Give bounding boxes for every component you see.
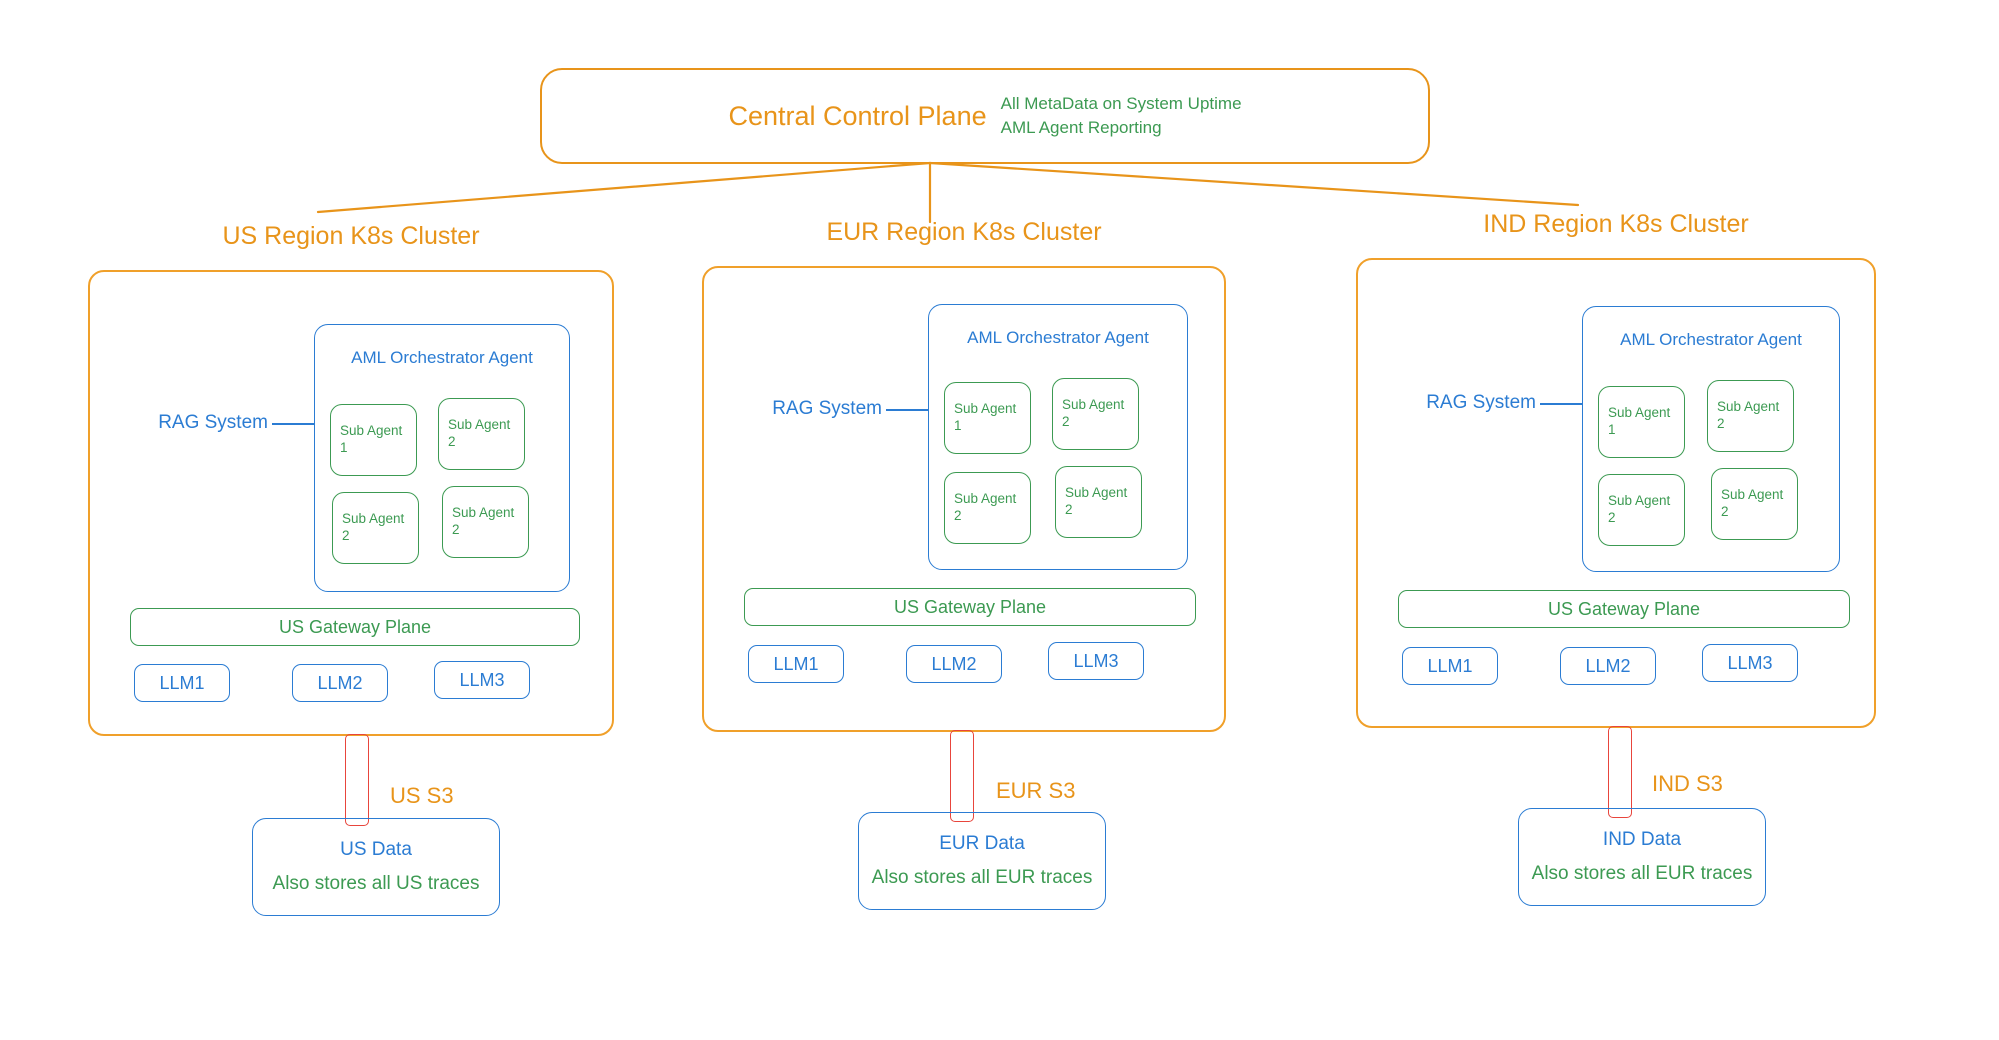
s3-label-eur: EUR S3 [996, 778, 1076, 803]
sub-agent-number: 2 [452, 522, 460, 537]
llm-box-us-2[interactable]: LLM2 [292, 664, 388, 702]
sub-agent-eur-3[interactable]: Sub Agent 2 [944, 472, 1031, 544]
sub-agent-number: 2 [448, 434, 456, 449]
sub-agent-label: Sub Agent [1717, 399, 1780, 415]
cluster-title-us: US Region K8s Cluster [222, 222, 480, 250]
storage-title-ind: IND Data [1602, 829, 1682, 850]
sub-agent-label: Sub Agent [342, 511, 405, 527]
orchestrator-box-ind[interactable] [1582, 306, 1840, 572]
sub-agent-eur-2[interactable]: Sub Agent 2 [1052, 378, 1139, 450]
sub-agent-ind-4[interactable]: Sub Agent 2 [1711, 468, 1798, 540]
sub-agent-label: Sub Agent [1608, 405, 1671, 421]
sub-agent-us-3[interactable]: Sub Agent 2 [332, 492, 419, 564]
sub-agent-ind-3[interactable]: Sub Agent 2 [1598, 474, 1685, 546]
llm-box-eur-3[interactable]: LLM3 [1048, 642, 1144, 680]
llm-box-eur-1[interactable]: LLM1 [748, 645, 844, 683]
control-plane-notes: All MetaData on System Uptime AML Agent … [1001, 93, 1242, 139]
sub-agent-ind-2[interactable]: Sub Agent 2 [1707, 380, 1794, 452]
sub-agent-number: 2 [1608, 510, 1616, 525]
sub-agent-label: Sub Agent [452, 505, 515, 521]
orchestrator-title-eur: AML Orchestrator Agent [967, 328, 1149, 347]
cluster-title-eur: EUR Region K8s Cluster [826, 218, 1102, 246]
cluster-title-ind: IND Region K8s Cluster [1483, 210, 1749, 238]
llm-box-us-3[interactable]: LLM3 [434, 661, 530, 699]
s3-label-ind: IND S3 [1652, 771, 1723, 796]
sub-agent-label: Sub Agent [1062, 397, 1125, 413]
gateway-plane-ind[interactable]: US Gateway Plane [1398, 590, 1850, 628]
sub-agent-label: Sub Agent [954, 491, 1017, 507]
llm-box-ind-3[interactable]: LLM3 [1702, 644, 1798, 682]
orchestrator-box-eur[interactable] [928, 304, 1188, 570]
s3-label-us: US S3 [390, 783, 454, 808]
cluster-box-eur[interactable] [702, 266, 1226, 732]
s3-connector-ind [1608, 726, 1632, 818]
sub-agent-eur-4[interactable]: Sub Agent 2 [1055, 466, 1142, 538]
sub-agent-label: Sub Agent [1608, 493, 1671, 509]
sub-agent-ind-1[interactable]: Sub Agent 1 [1598, 386, 1685, 458]
sub-agent-number: 2 [1721, 504, 1729, 519]
storage-subtitle-eur: Also stores all EUR traces [871, 867, 1093, 888]
sub-agent-number: 2 [954, 508, 962, 523]
sub-agent-eur-1[interactable]: Sub Agent 1 [944, 382, 1031, 454]
storage-subtitle-us: Also stores all US traces [272, 873, 480, 894]
control-plane-title: Central Control Plane [728, 100, 987, 131]
sub-agent-number: 2 [1717, 416, 1725, 431]
rag-system-label-us: RAG System [158, 412, 268, 433]
cluster-box-us[interactable] [88, 270, 614, 736]
s3-connector-eur [950, 730, 974, 822]
sub-agent-label: Sub Agent [954, 401, 1017, 417]
orchestrator-title-us: AML Orchestrator Agent [351, 348, 533, 367]
cluster-box-ind[interactable] [1356, 258, 1876, 728]
connector-to-ind [928, 161, 1580, 207]
s3-connector-us [345, 734, 369, 826]
sub-agent-us-4[interactable]: Sub Agent 2 [442, 486, 529, 558]
storage-box-eur[interactable]: EUR Data Also stores all EUR traces [858, 812, 1106, 910]
orchestrator-box-us[interactable] [314, 324, 570, 592]
sub-agent-label: Sub Agent [448, 417, 511, 433]
sub-agent-label: Sub Agent [340, 423, 403, 439]
gateway-plane-us[interactable]: US Gateway Plane [130, 608, 580, 646]
sub-agent-number: 1 [1608, 422, 1616, 437]
storage-title-us: US Data [340, 839, 412, 860]
llm-box-eur-2[interactable]: LLM2 [906, 645, 1002, 683]
sub-agent-number: 2 [342, 528, 350, 543]
storage-subtitle-ind: Also stores all EUR traces [1531, 863, 1753, 884]
sub-agent-number: 2 [1062, 414, 1070, 429]
sub-agent-us-1[interactable]: Sub Agent 1 [330, 404, 417, 476]
sub-agent-number: 1 [340, 440, 348, 455]
control-plane-note-reporting: AML Agent Reporting [1000, 118, 1162, 137]
sub-agent-label: Sub Agent [1721, 487, 1784, 503]
storage-box-us[interactable]: US Data Also stores all US traces [252, 818, 500, 916]
gateway-plane-eur[interactable]: US Gateway Plane [744, 588, 1196, 626]
llm-box-us-1[interactable]: LLM1 [134, 664, 230, 702]
sub-agent-number: 2 [1065, 502, 1073, 517]
storage-box-ind[interactable]: IND Data Also stores all EUR traces [1518, 808, 1766, 906]
llm-box-ind-2[interactable]: LLM2 [1560, 647, 1656, 685]
control-plane-content: Central Control Plane All MetaData on Sy… [728, 93, 1241, 139]
central-control-plane[interactable]: Central Control Plane All MetaData on Sy… [540, 68, 1430, 164]
connector-to-us [316, 161, 932, 214]
rag-system-label-ind: RAG System [1426, 392, 1536, 413]
storage-title-eur: EUR Data [939, 833, 1025, 854]
control-plane-note-metadata: All MetaData on System Uptime [1000, 93, 1242, 113]
sub-agent-us-2[interactable]: Sub Agent 2 [438, 398, 525, 470]
sub-agent-label: Sub Agent [1065, 485, 1128, 501]
sub-agent-number: 1 [954, 418, 962, 433]
llm-box-ind-1[interactable]: LLM1 [1402, 647, 1498, 685]
rag-system-label-eur: RAG System [772, 398, 882, 419]
orchestrator-title-ind: AML Orchestrator Agent [1620, 330, 1802, 349]
